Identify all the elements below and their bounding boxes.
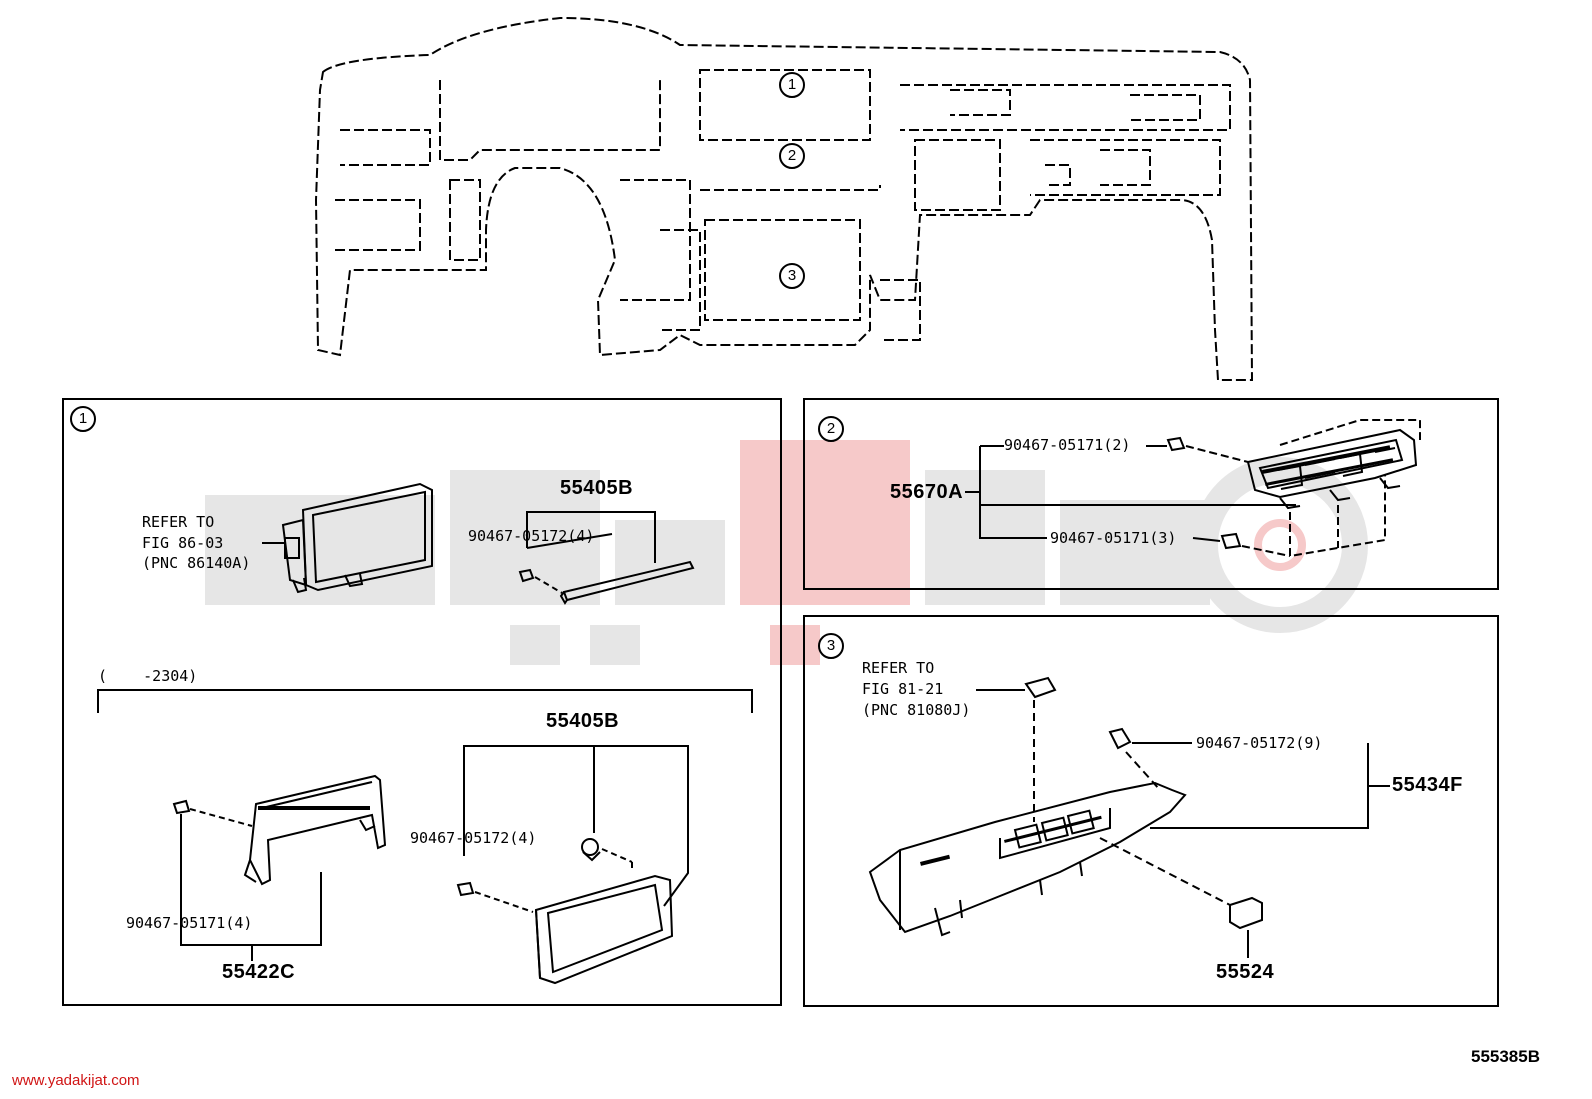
figure-code: 555385B xyxy=(1470,1047,1540,1066)
part-55524: 55524 xyxy=(1216,961,1275,983)
overview-callout-1: 1 xyxy=(779,72,805,98)
refer-fig-86-line-1: REFER TO xyxy=(142,513,215,531)
section-1-panel xyxy=(62,398,782,1006)
part-55434F: 55434F xyxy=(1392,774,1463,796)
section-2-marker: 2 xyxy=(818,416,844,442)
refer-fig-81-line-3: (PNC 81080J) xyxy=(862,701,971,719)
refer-fig-81-line-1: REFER TO xyxy=(862,659,935,677)
overview-callout-2: 2 xyxy=(779,143,805,169)
clip-90467-05172-right: 90467-05172(9) xyxy=(1196,734,1323,752)
refer-fig-86-line-3: (PNC 86140A) xyxy=(142,554,251,572)
section-1-marker: 1 xyxy=(70,406,96,432)
bolt-90467-05172-bottom: 90467-05172(4) xyxy=(410,829,537,847)
clip-90467-05171-upper: 90467-05171(2) xyxy=(1004,436,1131,454)
part-55405B-top: 55405B xyxy=(560,477,634,499)
range-note: ( -2304) xyxy=(98,667,198,685)
part-55405B-bottom: 55405B xyxy=(546,710,620,732)
refer-fig-81-line-2: FIG 81-21 xyxy=(862,680,944,698)
section-3-panel xyxy=(803,615,1499,1007)
section-3-marker: 3 xyxy=(818,633,844,659)
part-55422C: 55422C xyxy=(222,961,296,983)
overview-callout-3: 3 xyxy=(779,263,805,289)
watermark-url: www.yadakijat.com xyxy=(12,1072,140,1089)
clip-90467-05171-lower: 90467-05171(3) xyxy=(1050,529,1177,547)
clip-90467-05171-left: 90467-05171(4) xyxy=(126,914,253,932)
section-2-panel xyxy=(803,398,1499,590)
bolt-90467-05172-top: 90467-05172(4) xyxy=(468,527,595,545)
refer-fig-86-line-2: FIG 86-03 xyxy=(142,534,224,552)
part-55670A: 55670A xyxy=(890,481,964,503)
